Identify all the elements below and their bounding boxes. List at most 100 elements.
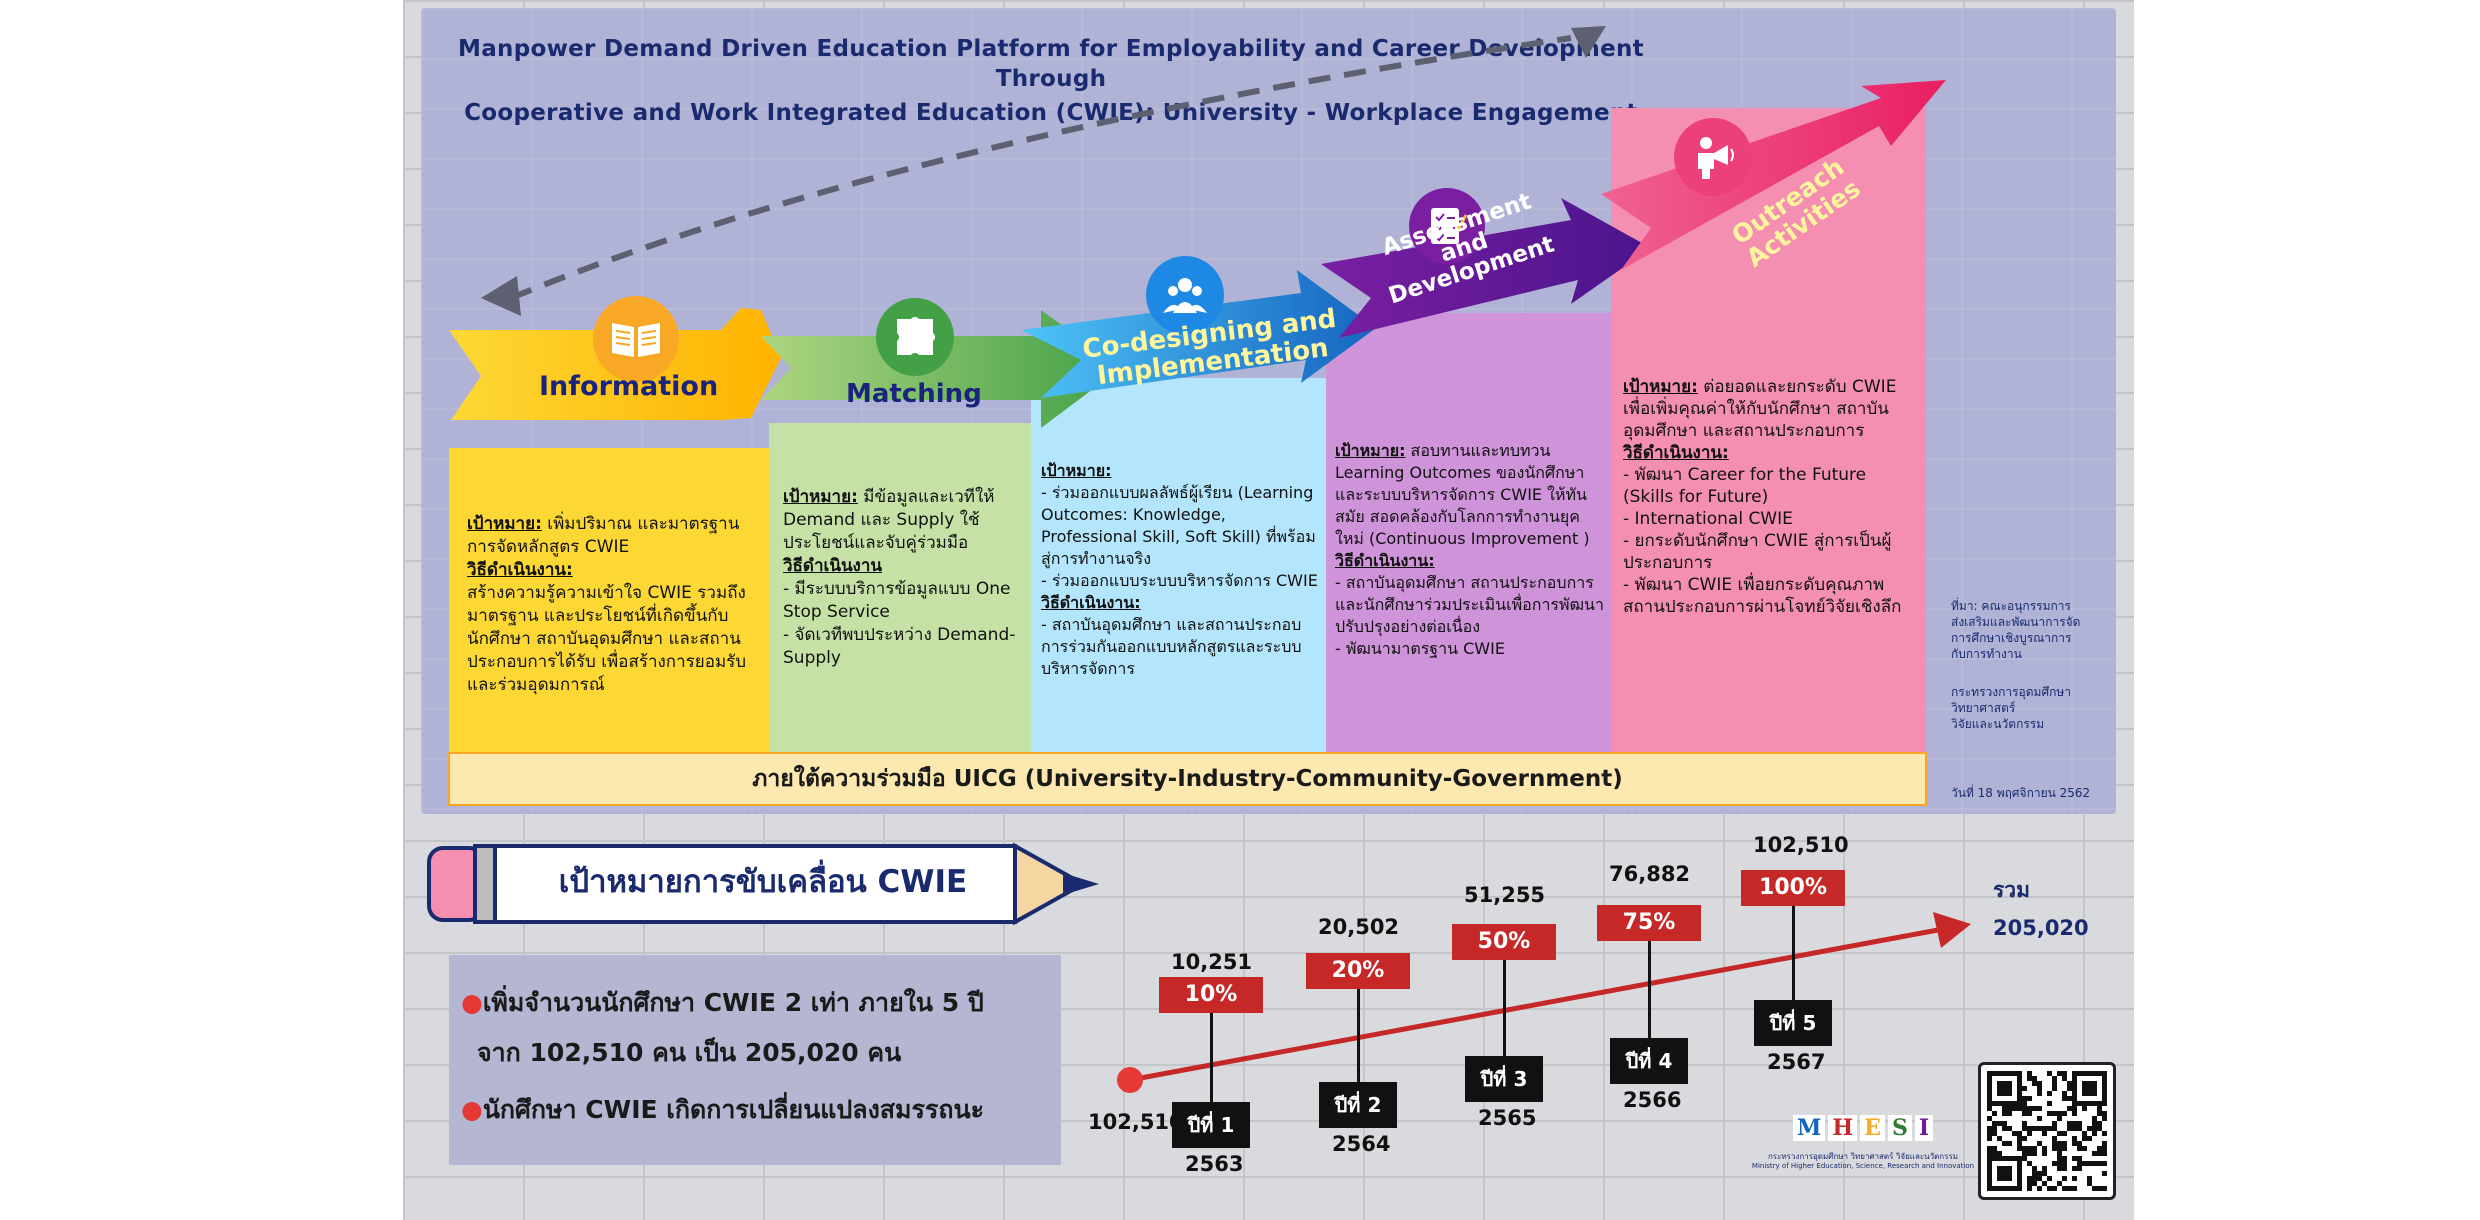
method-item: - สถาบันอุดมศึกษา สถานประกอบการและนักศึก… (1335, 573, 1604, 636)
method-item: - พัฒนา Career for the Future (Skills fo… (1623, 465, 1867, 507)
point-year: 2564 (1332, 1132, 1391, 1156)
logo-letter: E (1860, 1115, 1885, 1141)
logo-caption-th: กระทรวงการอุดมศึกษา วิทยาศาสตร์ วิจัยและ… (1767, 1152, 1959, 1161)
title-line-1: Manpower Demand Driven Education Platfor… (458, 36, 1644, 62)
people-icon (1146, 256, 1224, 334)
source-note-line: ส่งเสริมและพัฒนาการจัด (1951, 615, 2081, 629)
point-year: 2565 (1478, 1106, 1537, 1130)
point-year-label: ปีที่ 3 (1465, 1056, 1543, 1102)
point-value: 102,510 (1753, 833, 1849, 857)
point-year: 2566 (1623, 1088, 1682, 1112)
method-label: วิธีดำเนินงาน: (1623, 443, 1729, 463)
feedback-loop-arrow (481, 26, 1606, 316)
point-value: 51,255 (1464, 883, 1546, 907)
poster: Manpower Demand Driven Education Platfor… (403, 0, 2134, 1220)
point-year-label: ปีที่ 2 (1319, 1082, 1397, 1128)
goal-text: ต่อยอดและยกระดับ CWIE เพื่อเพิ่มคุณค่าให… (1623, 377, 1897, 441)
mhesi-logo: M H E S I (1793, 1115, 1934, 1141)
source-note: ที่มา: คณะอนุกรรมการ ส่งเสริมและพัฒนาการ… (1951, 598, 2111, 732)
point-stem (1648, 941, 1651, 1038)
total-value: 205,020 (1993, 916, 2089, 940)
point-percent: 100% (1741, 870, 1845, 906)
point-year-label: ปีที่ 1 (1172, 1102, 1250, 1148)
method-label: วิธีดำเนินงาน: (1335, 551, 1435, 570)
puzzle-icon (876, 298, 954, 376)
source-note-line: กับการทำงาน (1951, 647, 2022, 661)
bullet-2-line-1: นักศึกษา CWIE เกิดการเปลี่ยนแปลงสมรรถนะ (482, 1095, 985, 1124)
goal-item: - ร่วมออกแบบระบบบริหารจัดการ CWIE (1041, 571, 1318, 590)
source-note-line: วิจัยและนวัตกรรม (1951, 717, 2045, 731)
source-note-line: กระทรวงการอุดมศึกษา (1951, 685, 2071, 699)
start-point (1117, 1067, 1143, 1093)
goal-text: เพิ่มปริมาณ และมาตรฐานการจัดหลักสูตร CWI… (467, 514, 740, 557)
point-year: 2563 (1185, 1152, 1244, 1176)
bullet-1-line-2: จาก 102,510 คน เป็น 205,020 คน (477, 1038, 902, 1067)
method-item: - จัดเวทีพบประหว่าง Demand-Supply (783, 625, 1016, 668)
method-label: วิธีดำเนินงาน (783, 556, 883, 576)
uicg-bar: ภายใต้ความร่วมมือ UICG (University-Indus… (752, 766, 1623, 792)
point-stem (1210, 1013, 1213, 1102)
goal-text: สอบทานและทบทวน Learning Outcomes ของนักศ… (1335, 441, 1590, 548)
title-line-3: Cooperative and Work Integrated Educatio… (464, 100, 1638, 126)
total-label: รวม (1993, 878, 2030, 902)
method-item: - พัฒนามาตรฐาน CWIE (1335, 639, 1505, 658)
method-label: วิธีดำเนินงาน: (467, 560, 573, 580)
bullet-2: ●นักศึกษา CWIE เกิดการเปลี่ยนแปลงสมรรถนะ (461, 1090, 984, 1130)
source-note-line: การศึกษาเชิงบูรณาการ (1951, 631, 2072, 645)
method-item: - ยกระดับนักศึกษา CWIE สู่การเป็นผู้ประก… (1623, 531, 1892, 573)
stair-panels (448, 80, 1946, 806)
point-percent: 50% (1452, 924, 1556, 960)
stage-label-matching: Matching (846, 379, 982, 409)
bullet-dot-icon: ● (461, 988, 483, 1017)
pencil-banner (427, 842, 1099, 926)
stage-label-information: Information (539, 371, 719, 402)
point-percent: 75% (1597, 905, 1701, 941)
source-note-line: ที่มา: คณะอนุกรรมการ (1951, 599, 2071, 613)
megaphone-icon (1674, 118, 1752, 196)
point-percent: 20% (1306, 953, 1410, 989)
qr-code-pattern (1987, 1071, 2107, 1191)
column-outreach: เป้าหมาย: ต่อยอดและยกระดับ CWIE เพื่อเพิ… (1623, 376, 1918, 618)
point-value: 10,251 (1171, 950, 1253, 974)
point-stem (1503, 960, 1506, 1056)
growth-line (1129, 927, 1939, 1083)
method-item: - สถาบันอุดมศึกษา และสถานประกอบการร่วมกั… (1041, 615, 1302, 678)
qr-code[interactable] (1978, 1062, 2116, 1200)
method-label: วิธีดำเนินงาน: (1041, 593, 1141, 612)
checklist-icon (1409, 188, 1485, 264)
date-note: วันที่ 18 พฤศจิกายน 2562 (1951, 786, 2091, 800)
pencil-title: เป้าหมายการขับเคลื่อน CWIE (558, 864, 968, 900)
method-item: - International CWIE (1623, 509, 1793, 529)
method-text: สร้างความรู้ความเข้าใจ CWIE รวมถึงมาตรฐา… (467, 583, 747, 695)
logo-letter: I (1914, 1115, 1934, 1141)
bullet-dot-icon: ● (461, 1095, 483, 1124)
point-year: 2567 (1767, 1050, 1826, 1074)
point-year-label: ปีที่ 4 (1610, 1038, 1688, 1084)
column-codesign: เป้าหมาย: - ร่วมออกแบบผลลัพธ์ผู้เรียน (L… (1041, 460, 1321, 680)
bullet-1-line-1: เพิ่มจำนวนนักศึกษา CWIE 2 เท่า ภายใน 5 ป… (482, 988, 984, 1017)
logo-letter: H (1828, 1115, 1858, 1141)
point-percent: 10% (1159, 977, 1263, 1013)
title-line-2: Through (995, 66, 1107, 92)
logo-letter: S (1887, 1115, 1912, 1141)
point-year-label: ปีที่ 5 (1754, 1000, 1832, 1046)
bullet-1: ●เพิ่มจำนวนนักศึกษา CWIE 2 เท่า ภายใน 5 … (461, 983, 984, 1023)
goal-label: เป้าหมาย: (467, 514, 542, 534)
goal-text: มีข้อมูลและเวทีให้ Demand และ Supply ใช้… (783, 487, 995, 553)
column-matching: เป้าหมาย: มีข้อมูลและเวทีให้ Demand และ … (783, 486, 1023, 670)
growth-arrowhead (1933, 912, 1971, 948)
method-item: - พัฒนา CWIE เพื่อยกระดับคุณภาพสถานประกอ… (1623, 575, 1902, 617)
column-information: เป้าหมาย: เพิ่มปริมาณ และมาตรฐานการจัดหล… (467, 513, 759, 697)
point-value: 76,882 (1609, 862, 1691, 886)
logo-letter: M (1793, 1115, 1826, 1141)
start-value: 102,510 (1088, 1110, 1184, 1134)
method-item: - มีระบบบริการข้อมูลแบบ One Stop Service (783, 579, 1011, 622)
goal-item: - ร่วมออกแบบผลลัพธ์ผู้เรียน (Learning Ou… (1041, 483, 1316, 568)
upper-panel: Manpower Demand Driven Education Platfor… (421, 8, 2116, 814)
source-note-line: วิทยาศาสตร์ (1951, 701, 2016, 715)
goal-label: เป้าหมาย: (1335, 441, 1406, 460)
point-stem (1792, 906, 1795, 1000)
goal-label: เป้าหมาย: (1041, 461, 1112, 480)
book-icon (593, 296, 679, 382)
logo-caption-en: Ministry of Higher Education, Science, R… (1751, 1162, 1975, 1170)
